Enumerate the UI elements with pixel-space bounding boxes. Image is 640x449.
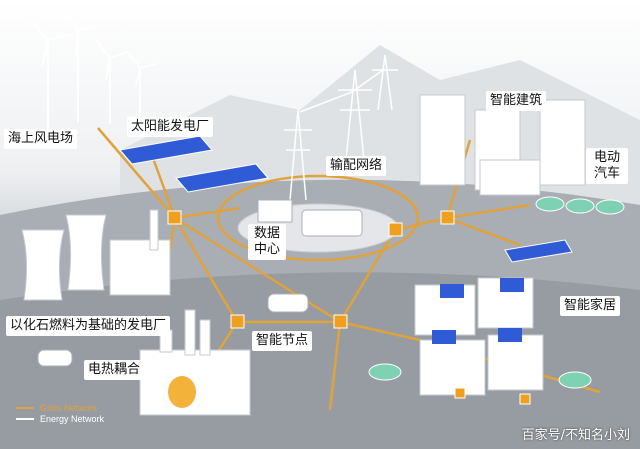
watermark: 百家号/不知名小刘: [521, 428, 630, 443]
legend-grid-label: Grids Network: [40, 402, 98, 413]
chp-factory: [139, 309, 251, 416]
legend-grid-swatch: [16, 406, 34, 409]
smart-buildings: [419, 94, 586, 196]
electric-cars: [368, 196, 625, 389]
legend-energy-label: Energy Network: [40, 413, 105, 424]
label-smart-node: 智能节点: [252, 331, 313, 351]
solar-panels: [119, 135, 573, 263]
wind-turbines: [29, 7, 157, 130]
label-chp: 电热耦合: [84, 360, 145, 380]
transmission-towers: [284, 54, 398, 201]
label-smart-building: 智能建筑: [486, 91, 547, 111]
legend: Grids Network Energy Network: [16, 402, 104, 424]
label-solar-plant: 太阳能发电厂: [127, 117, 214, 137]
data-center-units: [257, 199, 363, 237]
legend-energy: Energy Network: [16, 413, 104, 424]
label-transmission-network: 输配网络: [326, 156, 387, 176]
network-nodes: [167, 210, 531, 405]
legend-energy-swatch: [16, 417, 34, 420]
legend-grid: Grids Network: [16, 402, 104, 413]
label-smart-home: 智能家居: [560, 296, 621, 316]
control-devices: [37, 293, 309, 367]
label-electric-vehicle: 电动汽车: [586, 148, 628, 184]
label-data-center: 数据中心: [248, 224, 286, 260]
chp-boiler: [168, 376, 196, 408]
home-solar-panels: [432, 278, 524, 344]
label-fossil-plant: 以化石燃料为基础的发电厂: [6, 316, 171, 336]
label-offshore-wind: 海上风电场: [4, 129, 78, 149]
fossil-power-plant: [21, 209, 171, 301]
